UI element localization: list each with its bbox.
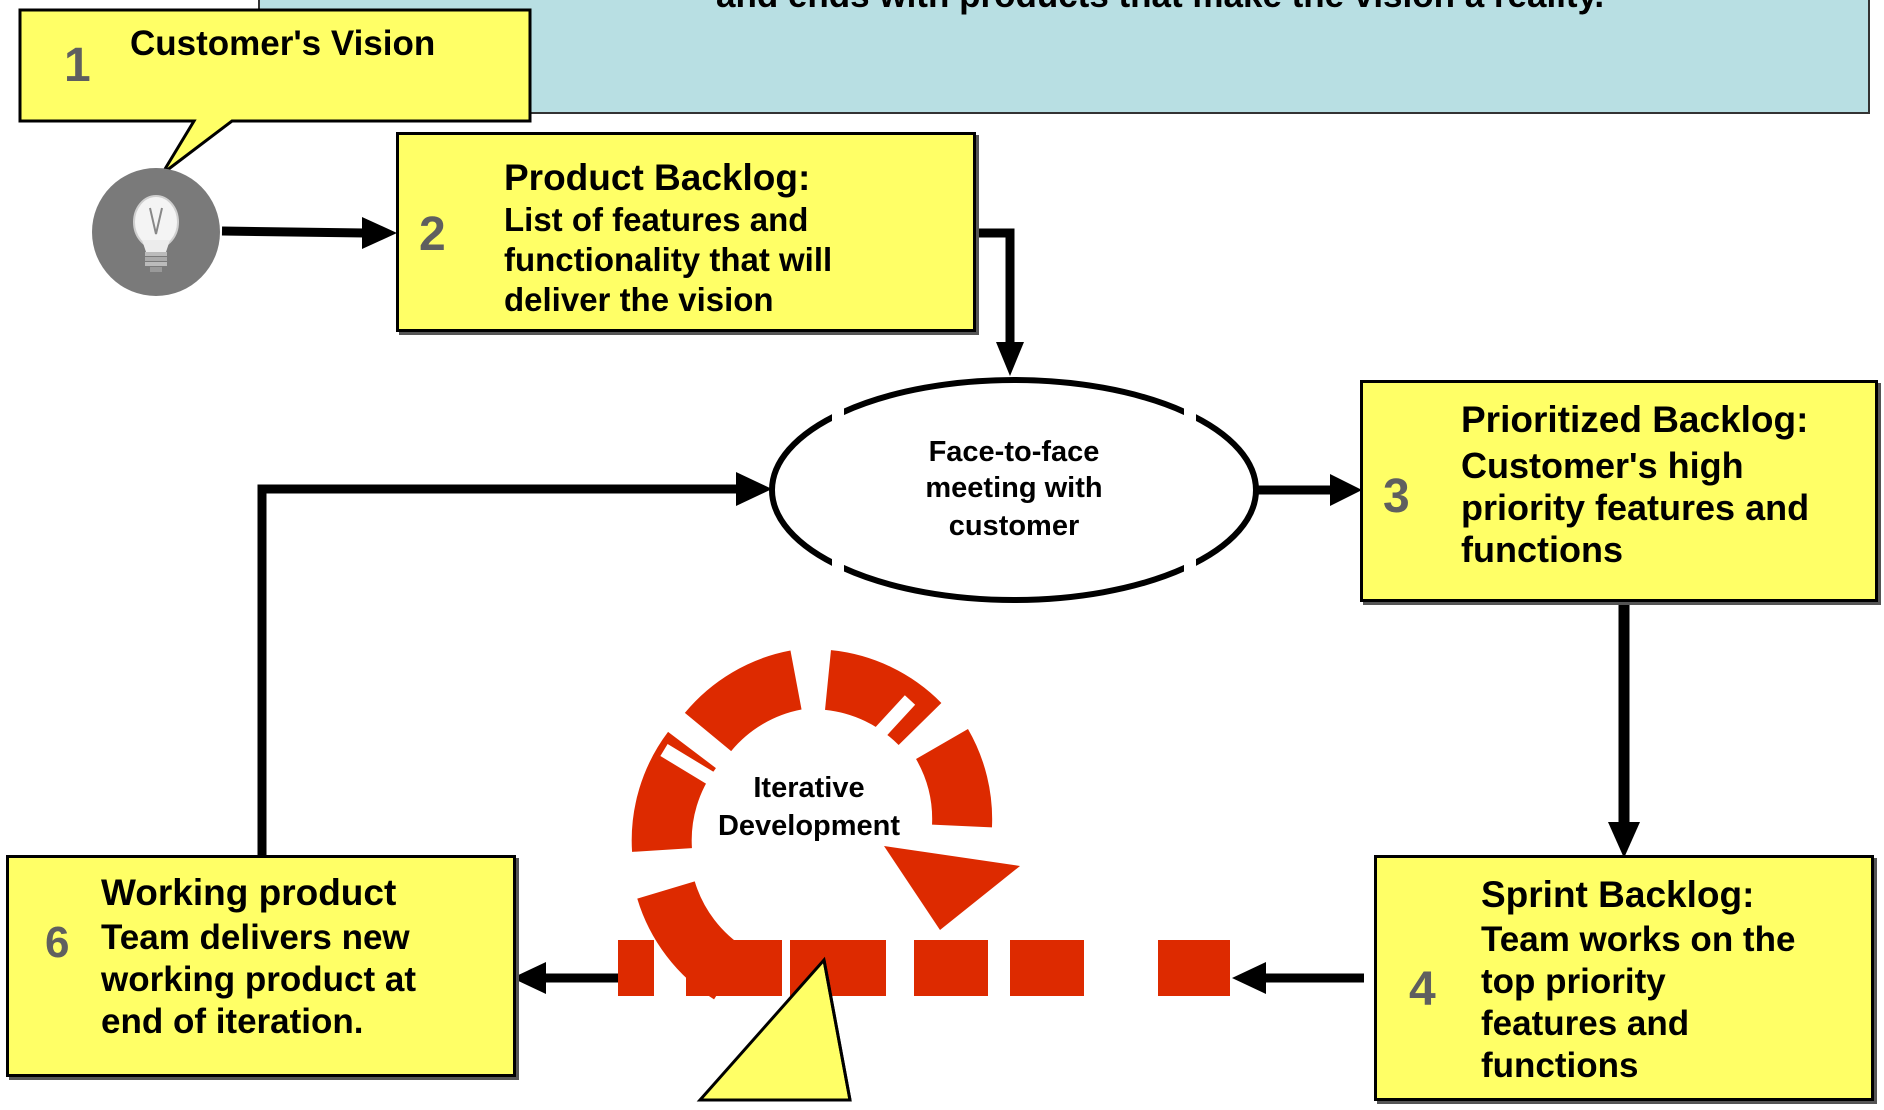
- meeting-ellipse: [769, 377, 1259, 603]
- arrow-backlog-to-meeting: [976, 228, 1015, 345]
- meeting-line-3: customer: [948, 510, 1080, 542]
- meeting-line-2: meeting with: [925, 472, 1103, 504]
- vision-number: 1: [64, 39, 91, 92]
- iterative-line-1: Iterative: [753, 772, 865, 804]
- prioritized-backlog-line-1: Customer's high: [1461, 445, 1744, 486]
- sprint-backlog-line-2: top priority: [1481, 962, 1666, 1001]
- vision-callout-shape: [18, 8, 532, 176]
- sprint-backlog-number: 4: [1409, 963, 1436, 1016]
- cycle-arrowhead: [884, 846, 1020, 930]
- product-backlog-line-1: List of features and: [504, 201, 809, 238]
- arrow-working-to-meeting: [257, 484, 740, 855]
- product-backlog-line-3: deliver the vision: [504, 281, 774, 318]
- working-product-line-3: end of iteration.: [101, 1002, 364, 1041]
- working-product-number: 6: [45, 918, 70, 967]
- product-backlog-title: Product Backlog:: [504, 157, 811, 198]
- iterative-line-2: Development: [717, 810, 901, 842]
- working-product-title: Working product: [101, 872, 397, 913]
- sprint-backlog-line-3: features and: [1481, 1004, 1690, 1043]
- product-backlog-number: 2: [419, 208, 446, 261]
- working-product-line-2: working product at: [101, 960, 416, 999]
- sprint-backlog-line-4: functions: [1481, 1046, 1639, 1085]
- bottom-callout-shape: [696, 956, 852, 1102]
- working-product-line-1: Team delivers new: [101, 918, 410, 957]
- banner-text: and ends with products that make the vis…: [716, 0, 1604, 16]
- prioritized-backlog-box: 3 Prioritized Backlog: Customer's high p…: [1360, 380, 1878, 602]
- prioritized-backlog-line-2: priority features and: [1461, 487, 1810, 528]
- product-backlog-line-2: functionality that will: [504, 241, 833, 278]
- lightbulb-icon: [92, 168, 220, 296]
- sprint-backlog-box: 4 Sprint Backlog: Team works on the top …: [1374, 855, 1874, 1101]
- product-backlog-box: 2 Product Backlog: List of features and …: [396, 132, 976, 332]
- arrow-vision-to-backlog: [221, 226, 366, 238]
- prioritized-backlog-number: 3: [1383, 470, 1410, 523]
- meeting-line-1: Face-to-face: [928, 436, 1100, 468]
- cycle-ring: [631, 650, 993, 1000]
- iteration-bar: [618, 940, 1230, 996]
- sprint-backlog-line-1: Team works on the: [1481, 920, 1796, 959]
- iteration-cycle: [618, 640, 1230, 1000]
- working-product-box: 6 Working product Team delivers new work…: [6, 855, 516, 1077]
- prioritized-backlog-line-3: functions: [1461, 529, 1623, 570]
- vision-title: Customer's Vision: [130, 24, 436, 63]
- prioritized-backlog-title: Prioritized Backlog:: [1461, 399, 1809, 440]
- sprint-backlog-title: Sprint Backlog:: [1481, 874, 1755, 915]
